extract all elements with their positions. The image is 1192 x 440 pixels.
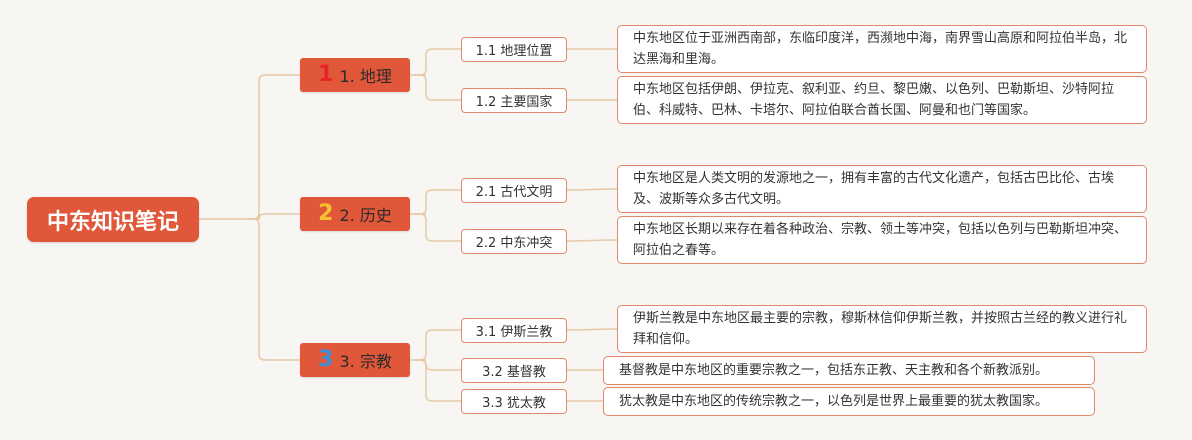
topic-node-3-1[interactable]: 3.1 伊斯兰教 xyxy=(461,318,567,343)
note-connector-2-1 xyxy=(566,188,618,191)
note-text: 基督教是中东地区的重要宗教之一，包括东正教、天主教和各个新教派别。 xyxy=(619,363,1049,378)
topic-node-2-2[interactable]: 2.2 中东冲突 xyxy=(461,229,567,254)
topic-label: 3.3 犹太教 xyxy=(482,396,546,411)
number-three-icon: 3 xyxy=(318,347,334,372)
note-text: 伊斯兰教是中东地区最主要的宗教，穆斯林信仰伊斯兰教，并按照古兰经的教义进行礼拜和… xyxy=(633,311,1128,347)
branch-node-history[interactable]: 2 2. 历史 xyxy=(300,197,410,231)
note-connector-3-1 xyxy=(566,328,618,331)
topic-connector-3-1 xyxy=(414,329,461,361)
topic-node-3-3[interactable]: 3.3 犹太教 xyxy=(461,389,567,414)
branch-connector-3 xyxy=(247,218,300,361)
note-node-3-2[interactable]: 基督教是中东地区的重要宗教之一，包括东正教、天主教和各个新教派别。 xyxy=(603,356,1095,385)
topic-node-1-1[interactable]: 1.1 地理位置 xyxy=(461,37,567,62)
root-node[interactable]: 中东知识笔记 xyxy=(27,197,199,242)
topic-connector-3-3 xyxy=(414,359,461,402)
topic-connector-2-2 xyxy=(414,213,461,242)
note-text: 中东地区包括伊朗、伊拉克、叙利亚、约旦、黎巴嫩、以色列、巴勒斯坦、沙特阿拉伯、科… xyxy=(633,82,1115,118)
topic-node-2-1[interactable]: 2.1 古代文明 xyxy=(461,178,567,203)
note-text: 犹太教是中东地区的传统宗教之一，以色列是世界上最重要的犹太教国家。 xyxy=(619,394,1049,409)
note-text: 中东地区长期以来存在着各种政治、宗教、领土等冲突，包括以色列与巴勒斯坦冲突、阿拉… xyxy=(633,222,1128,258)
topic-label: 2.1 古代文明 xyxy=(475,185,553,200)
branch-connector-1 xyxy=(247,74,300,220)
topic-connector-3-2 xyxy=(414,359,461,371)
root-title: 中东知识笔记 xyxy=(46,209,179,235)
note-node-3-1[interactable]: 伊斯兰教是中东地区最主要的宗教，穆斯林信仰伊斯兰教，并按照古兰经的教义进行礼拜和… xyxy=(617,305,1147,353)
note-node-1-1[interactable]: 中东地区位于亚洲西南部，东临印度洋，西濒地中海，南界雪山高原和阿拉伯半岛，北达黑… xyxy=(617,25,1147,73)
topic-label: 3.2 基督教 xyxy=(482,365,546,380)
topic-label: 1.2 主要国家 xyxy=(475,95,553,110)
topic-label: 2.2 中东冲突 xyxy=(475,236,553,251)
topic-connector-2-1 xyxy=(414,189,461,215)
branch-node-geography[interactable]: 1 1. 地理 xyxy=(300,58,410,92)
topic-label: 3.1 伊斯兰教 xyxy=(475,325,553,340)
topic-connector-1-2 xyxy=(414,74,461,101)
note-node-1-2[interactable]: 中东地区包括伊朗、伊拉克、叙利亚、约旦、黎巴嫩、以色列、巴勒斯坦、沙特阿拉伯、科… xyxy=(617,76,1147,124)
topic-node-3-2[interactable]: 3.2 基督教 xyxy=(461,358,567,383)
note-node-3-3[interactable]: 犹太教是中东地区的传统宗教之一，以色列是世界上最重要的犹太教国家。 xyxy=(603,387,1095,416)
note-node-2-2[interactable]: 中东地区长期以来存在着各种政治、宗教、领土等冲突，包括以色列与巴勒斯坦冲突、阿拉… xyxy=(617,216,1147,264)
note-connector-2-2 xyxy=(566,239,618,242)
topic-label: 1.1 地理位置 xyxy=(475,44,553,59)
topic-connector-1-1 xyxy=(414,48,461,76)
branch-label: 3. 宗教 xyxy=(339,352,392,371)
note-text: 中东地区位于亚洲西南部，东临印度洋，西濒地中海，南界雪山高原和阿拉伯半岛，北达黑… xyxy=(633,31,1128,67)
note-node-2-1[interactable]: 中东地区是人类文明的发源地之一，拥有丰富的古代文化遗产，包括古巴比伦、古埃及、波… xyxy=(617,165,1147,213)
number-two-icon: 2 xyxy=(318,201,334,226)
topic-node-1-2[interactable]: 1.2 主要国家 xyxy=(461,88,567,113)
branch-label: 1. 地理 xyxy=(339,67,392,86)
branch-label: 2. 历史 xyxy=(339,206,392,225)
number-one-icon: 1 xyxy=(318,62,334,87)
branch-node-religion[interactable]: 3 3. 宗教 xyxy=(300,343,410,377)
note-text: 中东地区是人类文明的发源地之一，拥有丰富的古代文化遗产，包括古巴比伦、古埃及、波… xyxy=(633,171,1115,207)
